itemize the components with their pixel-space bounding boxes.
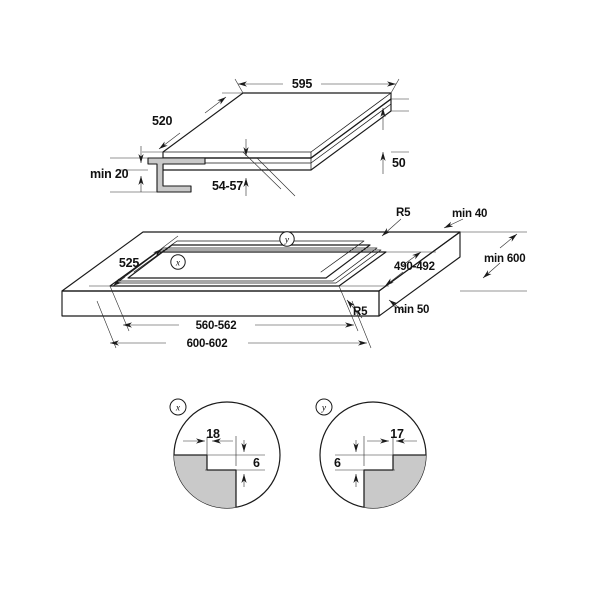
label-detail-y-6: 6 [334, 456, 341, 470]
dimension-label-50: 50 [392, 156, 406, 170]
label-detail-x-18: 18 [206, 427, 220, 441]
body-midline [162, 103, 392, 164]
leader-min-40: min 40 [443, 208, 487, 229]
cutout-chamfer-2 [118, 247, 378, 282]
dimension-490-492: 490-492 [339, 251, 436, 287]
glass-top-edge [162, 92, 392, 153]
leader-min-50: min 50 [388, 299, 429, 316]
cutout-inner-edge [133, 240, 365, 273]
dimension-54-57: 54-57 [212, 139, 296, 197]
dimension-600-602: 600-602 [96, 300, 372, 350]
label-r5-top: R5 [396, 207, 411, 219]
dimension-label-600-602: 600-602 [187, 338, 228, 350]
dimension-min-600: min 600 [460, 231, 527, 292]
dimension-label-490-492: 490-492 [394, 261, 435, 273]
label-detail-y-17: 17 [390, 427, 404, 441]
detail-y-title: y [321, 404, 327, 414]
detail-view-x: 18 6 x [169, 398, 281, 509]
dimension-50: 50 [380, 98, 409, 174]
cooktop-glass-plate [162, 92, 392, 159]
dimension-label-525: 525 [119, 256, 140, 270]
label-detail-x-6: 6 [253, 456, 260, 470]
leader-r5-top: R5 [381, 207, 411, 237]
dimension-520: 520 [142, 92, 243, 153]
dimension-595: 595 [234, 77, 400, 94]
dimension-label-520: 520 [152, 114, 173, 128]
dimension-detail-y-6: 6 [334, 440, 359, 487]
label-min-50: min 50 [394, 304, 429, 316]
callout-x: x [170, 254, 186, 270]
dimension-label-54-57: 54-57 [212, 179, 243, 193]
detail-x-title: x [175, 404, 181, 414]
mounting-bracket [147, 157, 206, 193]
callout-y-label: y [284, 235, 290, 245]
detail-y-title-bubble: y [315, 398, 333, 416]
worktop-right-face [378, 231, 461, 317]
appliance-elevation-view: 595 520 50 54-57 [90, 77, 409, 197]
cutout-chamfer [114, 249, 382, 284]
label-r5-bottom: R5 [353, 306, 368, 318]
worktop-front-face [61, 290, 380, 317]
dimension-detail-y-17: 17 [363, 427, 417, 466]
dimension-label-595: 595 [292, 77, 313, 91]
leader-r5-bottom: R5 [346, 299, 368, 319]
dimension-560-562: 560-562 [109, 285, 359, 332]
dimension-label-560-562: 560-562 [196, 320, 237, 332]
callout-y: y [279, 231, 295, 247]
label-min-40: min 40 [452, 208, 487, 220]
dimension-detail-x-6: 6 [241, 440, 260, 487]
label-min-600: min 600 [484, 253, 525, 265]
worktop-cutout-view: x y 525 490-492 560-562 [61, 207, 527, 350]
dimension-min-20: min 20 [90, 146, 157, 193]
callout-x-label: x [175, 258, 181, 268]
dimension-525: 525 [89, 235, 179, 287]
dimension-detail-x-18: 18 [183, 427, 237, 466]
detail-x-title-bubble: x [169, 398, 187, 416]
detail-view-y: 17 6 y [315, 398, 427, 509]
dimension-label-min-20: min 20 [90, 167, 129, 181]
